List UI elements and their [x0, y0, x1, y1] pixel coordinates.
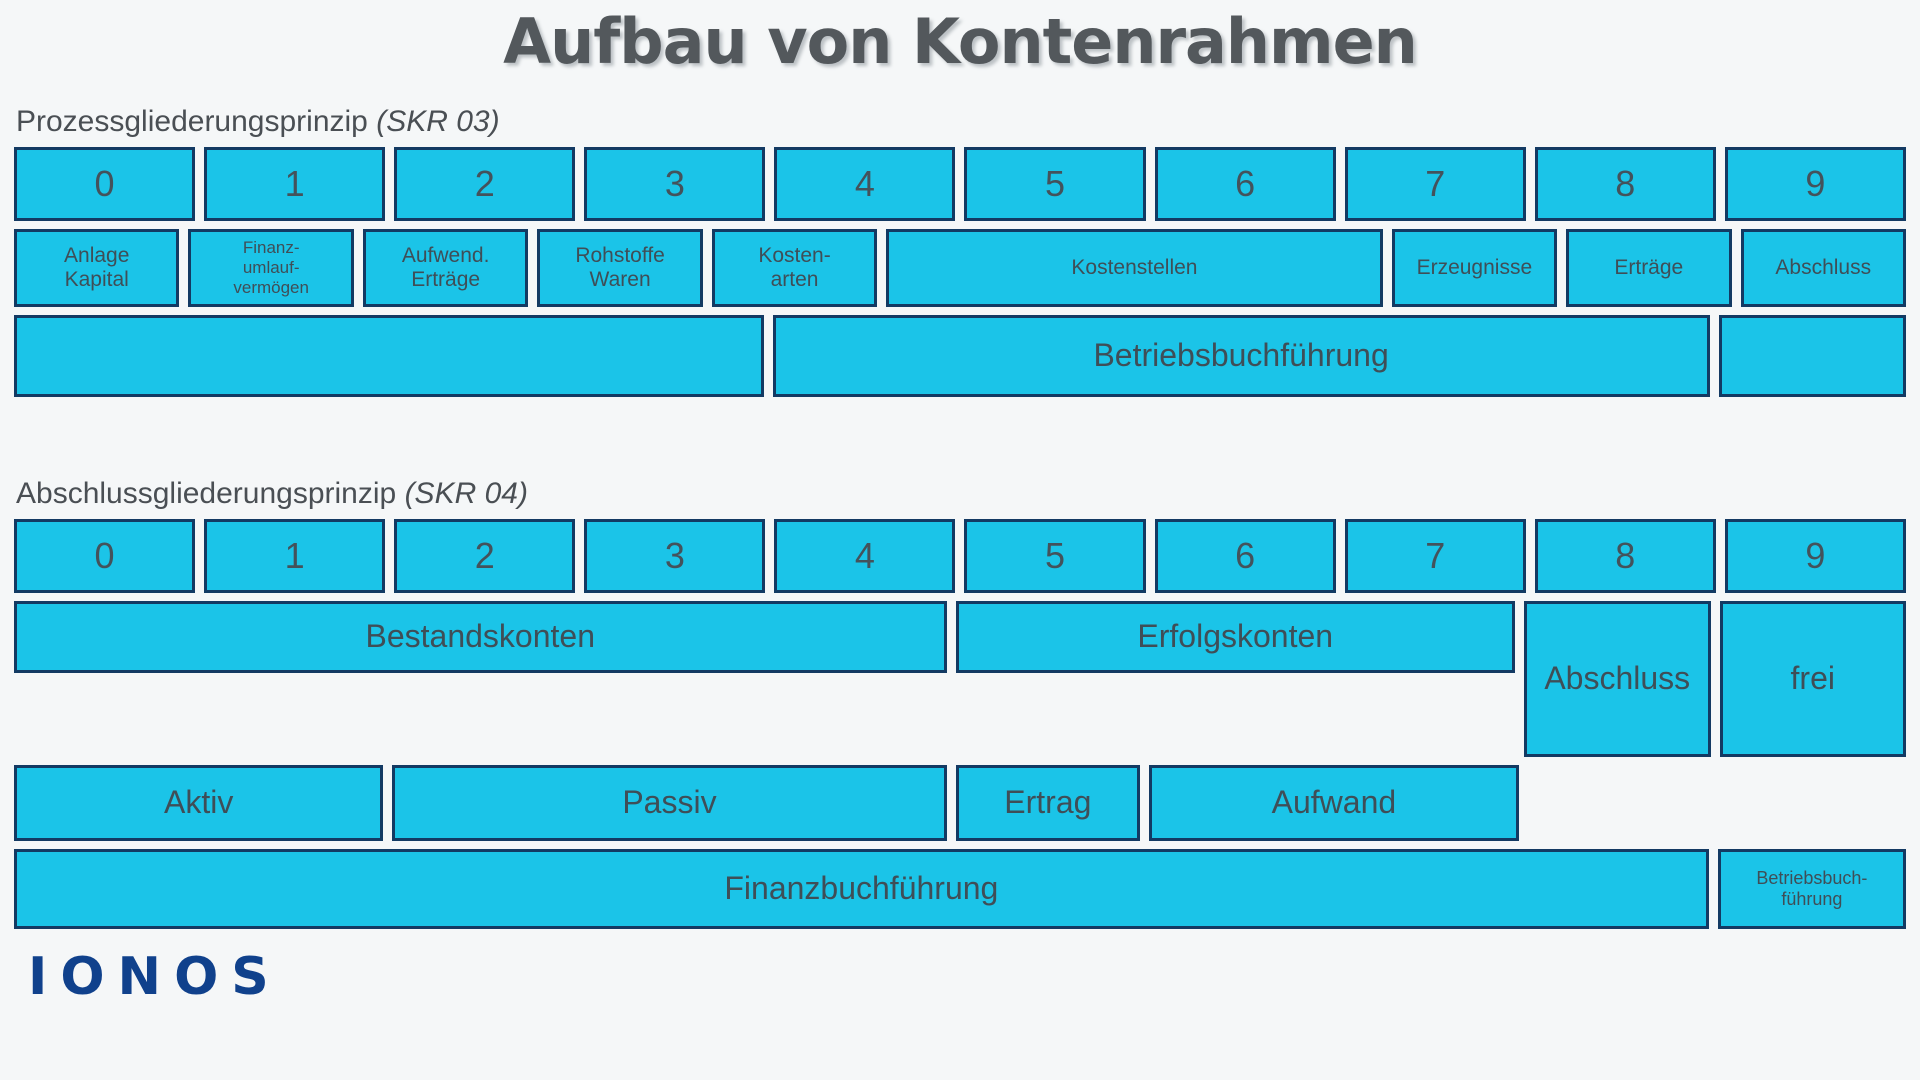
skr04-detail-spacer-9 [1721, 765, 1906, 841]
skr03-summary-row: Betriebsbuchführung [14, 315, 1906, 398]
skr04-digit-7: 7 [1344, 519, 1526, 594]
skr03-label-ertraege: Erträge [1566, 229, 1732, 308]
skr03-label-finanzumlaufvermoegen: Finanz-umlauf-vermögen [188, 229, 354, 308]
skr04-group-erfolgskonten: Erfolgskonten [955, 601, 1515, 674]
skr04-final-betriebsbuchfuehrung: Betriebsbuch-führung [1717, 849, 1906, 930]
skr03-summary-right-empty [1718, 315, 1906, 398]
skr04-detail-row: Aktiv Passiv Ertrag Aufwand [14, 765, 1906, 842]
skr04-digit-4: 4 [774, 519, 956, 594]
skr03-summary-betriebsbuchfuehrung: Betriebsbuchführung [772, 315, 1710, 398]
skr03-label-abschluss: Abschluss [1740, 229, 1906, 308]
section-heading-skr04: Abschlussgliederungsprinzip (SKR 04) [14, 477, 1906, 511]
skr04-detail-aufwand: Aufwand [1149, 765, 1519, 842]
skr04-digit-0: 0 [14, 519, 196, 594]
skr03-digit-6: 6 [1154, 147, 1336, 222]
section-heading-note-1: (SKR 03) [376, 105, 500, 139]
skr03-summary-left-empty [14, 315, 764, 398]
skr04-detail-passiv: Passiv [392, 765, 947, 842]
skr04-final-row: Finanzbuchführung Betriebsbuch-führung [14, 849, 1906, 930]
skr04-digit-9: 9 [1724, 519, 1906, 594]
skr04-digit-row: 0 1 2 3 4 5 6 7 8 9 [14, 519, 1906, 594]
skr03-digit-3: 3 [584, 147, 766, 222]
skr03-digit-4: 4 [774, 147, 956, 222]
skr04-detail-aktiv: Aktiv [14, 765, 384, 842]
skr03-digit-9: 9 [1724, 147, 1906, 222]
skr04-digit-5: 5 [964, 519, 1146, 594]
section-heading-main-2: Abschlussgliederungsprinzip [16, 477, 397, 511]
section-heading-main-1: Prozessgliederungsprinzip [16, 105, 368, 139]
ionos-logo: IONOS [28, 947, 282, 1008]
skr03-digit-row: 0 1 2 3 4 5 6 7 8 9 [14, 147, 1906, 222]
section-heading-note-2: (SKR 04) [404, 477, 528, 511]
skr03-digit-8: 8 [1534, 147, 1716, 222]
skr03-digit-7: 7 [1344, 147, 1526, 222]
skr04-detail-spacer-8 [1528, 765, 1713, 841]
skr04-digit-3: 3 [584, 519, 766, 594]
skr04-final-finanzbuchfuehrung: Finanzbuchführung [14, 849, 1709, 930]
section-gap [14, 405, 1906, 449]
skr03-label-kostenarten: Kosten-arten [711, 229, 878, 308]
skr04-detail-ertrag: Ertrag [955, 765, 1141, 842]
skr03-label-kostenstellen: Kostenstellen [886, 229, 1383, 308]
skr04-digit-6: 6 [1154, 519, 1336, 594]
skr03-label-aufwend-ertraege: Aufwend.Erträge [362, 229, 529, 308]
skr03-digit-2: 2 [394, 147, 576, 222]
skr03-digit-1: 1 [204, 147, 386, 222]
skr04-digit-1: 1 [204, 519, 386, 594]
skr03-label-erzeugnisse: Erzeugnisse [1391, 229, 1558, 308]
skr04-group-abschluss: Abschluss [1524, 601, 1711, 758]
skr04-digit-8: 8 [1534, 519, 1716, 594]
skr04-group-frei: frei [1719, 601, 1906, 758]
skr03-digit-0: 0 [14, 147, 196, 222]
skr04-group-row: Bestandskonten Erfolgskonten Abschluss f… [14, 601, 1906, 758]
section-heading-skr03: Prozessgliederungsprinzip (SKR 03) [14, 105, 1906, 139]
skr04-group-bestandskonten: Bestandskonten [14, 601, 947, 674]
skr04-digit-2: 2 [394, 519, 576, 594]
page-title: Aufbau von Kontenrahmen [503, 5, 1418, 78]
skr03-digit-5: 5 [964, 147, 1146, 222]
